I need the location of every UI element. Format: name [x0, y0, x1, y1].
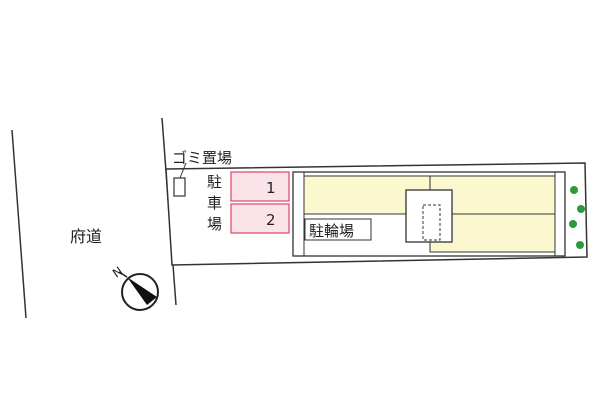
road-label: 府道 [70, 227, 102, 246]
parking-space-2 [230, 203, 290, 234]
bicycle-parking-label: 駐輪場 [309, 222, 354, 240]
garbage-area-label: ゴミ置場 [172, 149, 232, 167]
parking-label-char-3: 場 [207, 215, 222, 233]
parking-label-char-1: 駐 [207, 173, 222, 191]
road-edge-left [11, 129, 27, 319]
tree-3 [569, 220, 577, 228]
bicycle-parking-box [304, 218, 372, 241]
parking-space-1 [230, 171, 290, 202]
parking-number-1: 1 [266, 179, 276, 197]
garbage-box [173, 177, 186, 197]
north-arrow-icon [118, 271, 159, 311]
north-label: N [110, 264, 125, 281]
tree-1 [570, 186, 578, 194]
parking-label-char-2: 車 [207, 194, 222, 212]
tree-4 [576, 241, 584, 249]
stair-door [422, 204, 441, 241]
parking-number-2: 2 [266, 211, 276, 229]
garbage-leader-line [179, 162, 187, 179]
tree-2 [577, 205, 585, 213]
